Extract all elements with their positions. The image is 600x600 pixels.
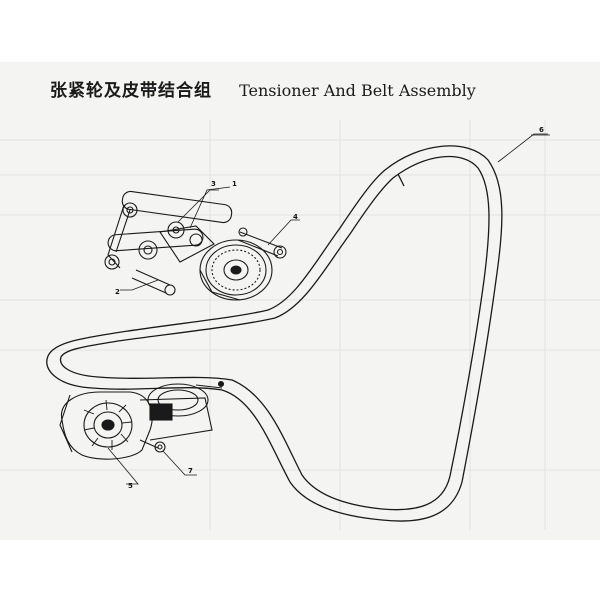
callout-leaders bbox=[107, 133, 550, 485]
callout-2: 2 bbox=[115, 288, 120, 296]
background-grid bbox=[0, 120, 600, 530]
serpentine-belt bbox=[46, 145, 503, 522]
callout-4: 4 bbox=[293, 213, 298, 221]
callout-6: 6 bbox=[539, 126, 544, 134]
title-chinese: 张紧轮及皮带结合组 bbox=[50, 81, 212, 101]
callout-3: 3 bbox=[211, 180, 216, 188]
callout-1: 1 bbox=[232, 180, 237, 188]
callout-5: 5 bbox=[128, 482, 133, 490]
page-title: 张紧轮及皮带结合组 Tensioner And Belt Assembly bbox=[50, 76, 570, 104]
callout-7: 7 bbox=[188, 467, 193, 475]
title-english: Tensioner And Belt Assembly bbox=[239, 81, 476, 100]
lower-tensioner bbox=[59, 380, 225, 460]
tensioner-assembly bbox=[104, 190, 287, 301]
